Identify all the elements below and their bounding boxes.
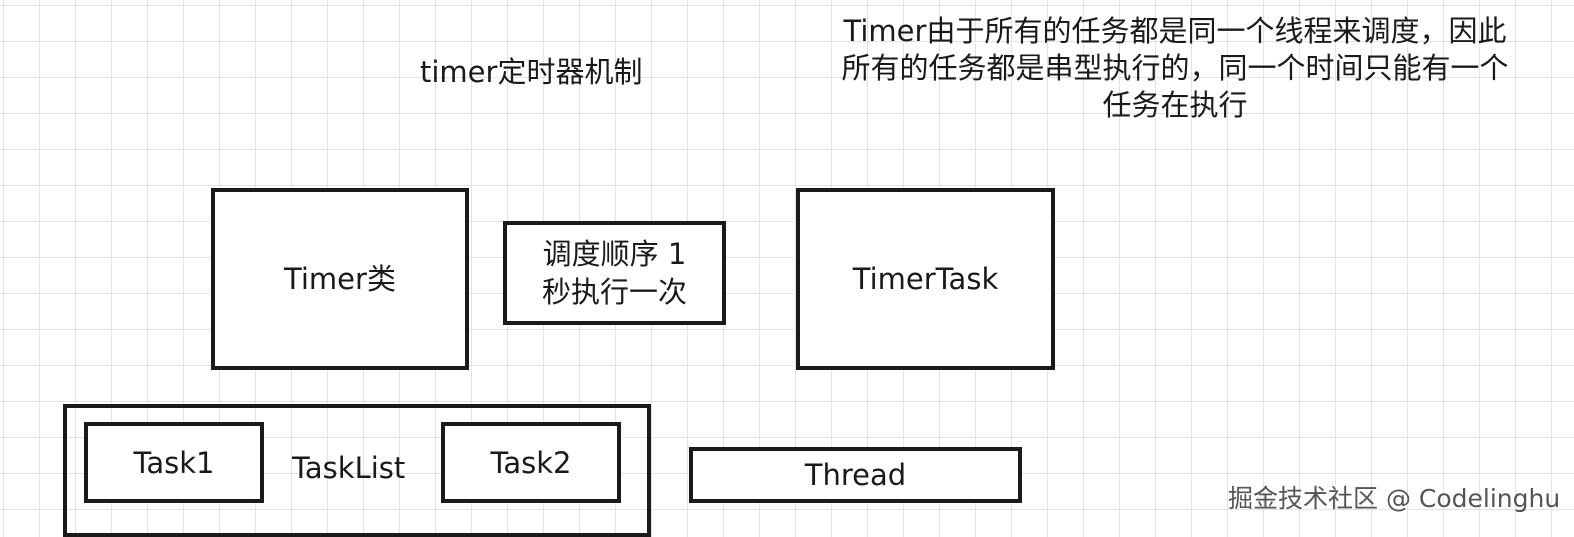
annotation-line: 所有的任务都是串型执行的，同一个时间只能有一个 (841, 51, 1509, 85)
schedule-order-line: 调度顺序 1 (542, 237, 687, 271)
timer-class-box: Timer类 (211, 188, 469, 370)
thread-label: Thread (804, 458, 907, 492)
annotation-line: 任务在执行 (1102, 88, 1248, 122)
schedule-order-text: 调度顺序 1 秒执行一次 (542, 235, 687, 311)
task2-box: Task2 (441, 422, 621, 503)
diagram-title: timer定时器机制 (420, 55, 643, 89)
task-list-label: TaskList (292, 451, 406, 485)
timer-task-box: TimerTask (796, 188, 1055, 370)
annotation-note: Timer由于所有的任务都是同一个线程来调度，因此 所有的任务都是串型执行的，同… (790, 13, 1560, 124)
task2-label: Task2 (490, 445, 572, 480)
watermark: 掘金技术社区 @ Codelinghu (1228, 484, 1561, 513)
task-list-box (63, 404, 651, 537)
schedule-order-box: 调度顺序 1 秒执行一次 (503, 221, 726, 325)
annotation-line: Timer由于所有的任务都是同一个线程来调度，因此 (843, 14, 1507, 48)
task1-box: Task1 (84, 422, 264, 503)
timer-class-label: Timer类 (284, 262, 396, 296)
schedule-order-line: 秒执行一次 (541, 275, 687, 309)
task1-label: Task1 (133, 445, 215, 480)
timer-task-label: TimerTask (852, 262, 999, 296)
thread-box: Thread (689, 447, 1022, 503)
